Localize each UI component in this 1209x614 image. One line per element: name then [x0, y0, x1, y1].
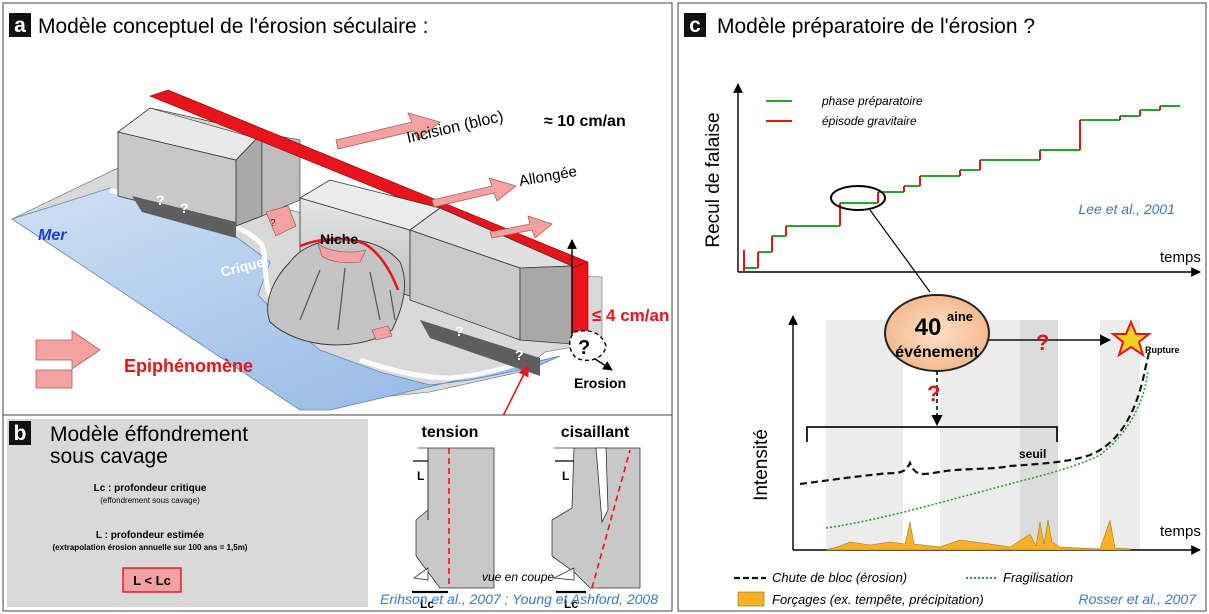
event-seuil-question: ?	[927, 381, 940, 406]
bottom-x-label: temps	[1160, 523, 1201, 540]
top-reference: Lee et al., 2001	[1078, 201, 1175, 217]
notch-question-3: ?	[455, 323, 464, 339]
erosion-label: Erosion	[574, 375, 626, 391]
notch-question-2: ?	[156, 192, 165, 208]
forcing-area	[825, 519, 1131, 551]
cisaillant-L-label: L	[562, 469, 569, 483]
niche-outline	[299, 237, 400, 291]
rupture-label: Rupture	[1145, 345, 1180, 355]
top-y-label: Recul de falaise	[703, 112, 724, 247]
cisaillant-notch	[595, 447, 609, 524]
panel-c-letter-box	[684, 13, 706, 37]
event-label: événement	[895, 344, 979, 361]
legend-forcage-label: Forçages (ex. tempête, précipitation)	[772, 592, 984, 607]
cisaillant-section	[551, 447, 641, 589]
allongee-arrow	[431, 177, 517, 208]
panel-b: b Modèle éffondrement sous cavage Lc : p…	[2, 414, 673, 612]
chute-de-bloc-curve	[799, 347, 1152, 486]
vue-en-coupe: vue en coupe	[482, 570, 554, 584]
lc-definition: Lc : profondeur critique	[94, 483, 207, 494]
mer-label: Mer	[38, 227, 67, 244]
epiphenomene-label: Epiphénomène	[124, 356, 253, 376]
band-1	[826, 320, 903, 550]
panel-c-title: Modèle préparatoire de l'érosion ?	[717, 15, 1035, 38]
cliff-block-right-side	[519, 265, 573, 345]
event-superscript: aine	[947, 309, 973, 324]
panel-a-letter-box	[9, 13, 31, 37]
fallen-block-small	[371, 325, 393, 341]
inequality-box	[122, 567, 182, 593]
cisaillant-undercut	[552, 567, 575, 581]
rockfall-debris-lines	[299, 267, 396, 331]
tension-Lc-label: Lc	[420, 597, 434, 611]
notch-band-left	[132, 196, 236, 238]
tension-L-label: L	[417, 469, 424, 483]
bottom-reference: Rosser et al., 2007	[1078, 591, 1197, 607]
retreat-staircase	[743, 105, 1180, 272]
inequality-text: L < Lc	[133, 573, 171, 588]
crique-block-question: ?	[270, 218, 276, 229]
cisaillant-label: cisaillant	[561, 424, 630, 441]
niche-label: Niche	[320, 231, 358, 247]
niche-scar	[317, 243, 367, 264]
cisaillant-Lc-label: Lc	[564, 597, 578, 611]
zoom-connector	[869, 209, 931, 293]
event-number: 40	[915, 314, 942, 341]
cisaillant-shear-line	[591, 449, 631, 589]
legend-green-label: phase préparatoire	[821, 94, 923, 108]
panel-b-title-line2: sous cavage	[50, 445, 168, 468]
band-3	[1020, 320, 1058, 550]
l-definition-sub: (extrapolation érosion annuelle sur 100 …	[53, 543, 248, 552]
small-erosion-arrow	[489, 215, 553, 239]
panel-b-reference: Erihson et al., 2007 ; Young et Ashford,…	[380, 591, 658, 607]
panel-c-letter: c	[689, 14, 701, 37]
incision-rate-label: ≈ 10 cm/an	[544, 113, 626, 130]
tension-undercut	[412, 567, 429, 581]
incision-arrow	[335, 112, 441, 150]
erosion-question: ?	[578, 337, 590, 359]
notch-band-right	[420, 320, 540, 376]
l-definition: L : profondeur estimée	[96, 530, 205, 541]
lc-definition-sub: (effondrement sous cavage)	[100, 496, 200, 505]
panel-b-left-bg	[7, 419, 368, 607]
legend-red-label: épisode gravitaire	[822, 114, 917, 128]
panel-b-title-line1: Modèle éffondrement	[50, 423, 248, 446]
foam-line-2	[359, 357, 531, 381]
legend-forcage-swatch	[737, 591, 765, 607]
rupture-star-icon	[1110, 319, 1152, 358]
notch-question-1: ?	[180, 200, 189, 216]
panel-b-letter-box	[9, 421, 31, 445]
legend-big-arrow	[35, 330, 101, 370]
crique-block	[265, 205, 297, 237]
notch-question-4: ?	[515, 347, 524, 363]
panel-a: a Modèle conceptuel de l'érosion séculai…	[2, 2, 673, 439]
seuil-bracket	[806, 426, 1058, 442]
legend-frag-label: Fragilisation	[1003, 570, 1073, 585]
panel-c: c Modèle préparatoire de l'érosion ? Rec…	[677, 2, 1207, 612]
event-rupture-question: ?	[1036, 330, 1049, 355]
tension-label: tension	[422, 424, 479, 441]
erosion-notch-outline	[569, 330, 607, 362]
bottom-y-label: Intensité	[751, 429, 772, 501]
panel-a-letter: a	[14, 14, 26, 37]
legend-small-block	[35, 369, 73, 389]
retreat-rate-label: ≤ 4 cm/an	[592, 306, 669, 325]
zoom-ellipse	[830, 185, 886, 211]
fragilisation-curve	[825, 369, 1149, 529]
panel-a-title: Modèle conceptuel de l'érosion séculaire…	[38, 15, 428, 38]
seuil-label: seuil	[1019, 447, 1046, 461]
legend-chute-label: Chute de bloc (érosion)	[772, 570, 907, 585]
panel-b-letter: b	[14, 422, 27, 445]
top-x-label: temps	[1160, 249, 1201, 266]
